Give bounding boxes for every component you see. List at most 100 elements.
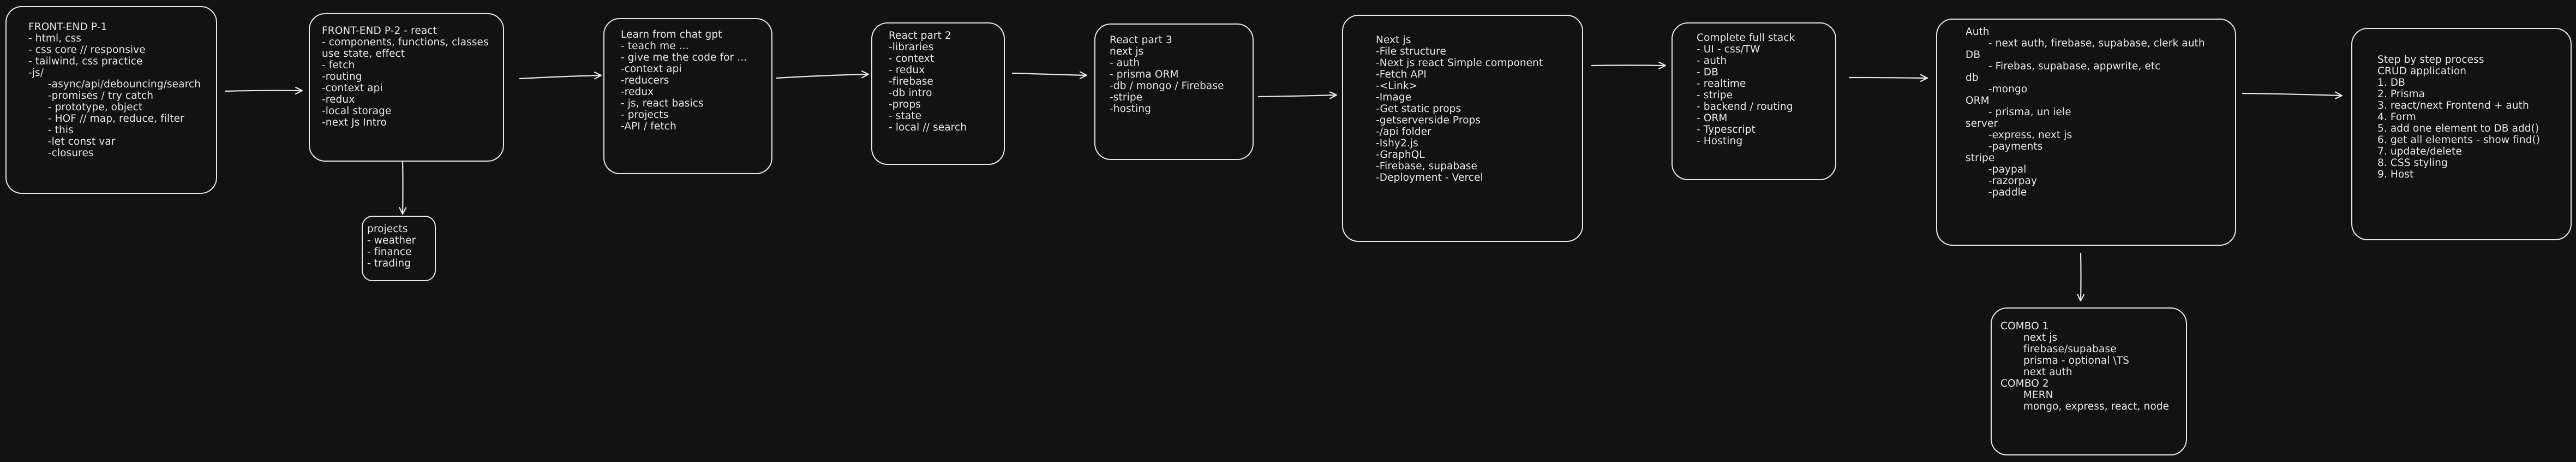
node-line: - context — [889, 53, 934, 64]
node-line: - local // search — [889, 122, 967, 133]
node-line: mongo, express, react, node — [2000, 401, 2170, 412]
node-line: - weather — [367, 235, 416, 246]
node-title: Learn from chat gpt — [621, 29, 722, 40]
node-title: Complete full stack — [1697, 32, 1795, 44]
node-auth-db[interactable]: Auth - next auth, firebase, supabase, cl… — [1936, 19, 2236, 246]
node-line: -API / fetch — [621, 121, 676, 132]
node-line: -GraphQL — [1376, 149, 1425, 161]
node-nextjs[interactable]: Next js-File structure-Next js react Sim… — [1342, 15, 1583, 242]
node-line: firebase/supabase — [2000, 343, 2117, 355]
node-line: -async/api/debouncing/search — [28, 79, 201, 90]
node-fullstack[interactable]: Complete full stack- UI - css/TW- auth - … — [1672, 22, 1836, 180]
node-line: - UI - css/TW — [1697, 44, 1760, 55]
node-line: -Next js react Simple component — [1376, 57, 1543, 69]
node-line: next auth — [2000, 366, 2072, 378]
node-frontend-p2[interactable]: FRONT-END P-2 - react- components, funct… — [309, 13, 504, 162]
node-line: -Get static props — [1376, 103, 1461, 115]
node-line: - HOF // map, reduce, filter — [28, 113, 184, 125]
node-line: - realtime — [1697, 78, 1746, 90]
node-line: - fetch — [322, 60, 355, 71]
node-line: - html, css — [28, 33, 82, 44]
node-title: projects — [367, 223, 408, 235]
node-line: - redux — [889, 64, 925, 76]
node-line: -context api — [322, 82, 383, 94]
node-line: -db intro — [889, 87, 932, 99]
node-line: 6. get all elements - show find() — [2377, 134, 2541, 146]
node-chatgpt[interactable]: Learn from chat gpt- teach me ...- give … — [603, 18, 772, 174]
node-line: COMBO 2 — [2000, 378, 2049, 389]
node-line: server — [1966, 118, 1998, 129]
node-line: DB — [1966, 49, 1981, 61]
node-line: -Fetch API — [1376, 69, 1427, 80]
node-react-p2[interactable]: React part 2-libraries- context- redux-f… — [871, 22, 1005, 165]
node-line: 9. Host — [2377, 169, 2414, 180]
node-line: -paddle — [1966, 187, 2027, 198]
node-line: -local storage — [322, 105, 392, 117]
node-line: -hosting — [1110, 103, 1152, 115]
arrow-p2-to-chatgpt — [519, 75, 601, 79]
node-title: FRONT-END P-2 - react — [322, 25, 437, 37]
node-line: -firebase — [889, 76, 933, 87]
arrow-auth-to-steps — [2242, 93, 2341, 96]
node-title: COMBO 1 — [2000, 321, 2049, 332]
node-line: -js/ — [28, 67, 44, 79]
node-line: - this — [28, 125, 74, 136]
node-line: - stripe — [1697, 90, 1733, 101]
node-line: - js, react basics — [621, 98, 704, 109]
node-line: prisma - optional \TS — [2000, 355, 2130, 366]
node-title: Next js — [1376, 34, 1411, 46]
node-line: - prisma, un iele — [1966, 106, 2071, 118]
node-line: - next auth, firebase, supabase, clerk a… — [1966, 38, 2205, 49]
node-line: -let const var — [28, 136, 116, 147]
node-line: - teach me ... — [621, 40, 689, 52]
node-line: - prisma ORM — [1110, 69, 1179, 80]
node-line: - trading — [367, 258, 411, 269]
arrow-chatgpt-to-react2 — [776, 74, 868, 79]
node-line: -File structure — [1376, 46, 1446, 57]
node-line: - give me the code for ... — [621, 52, 747, 63]
node-line: 3. react/next Frontend + auth — [2377, 100, 2529, 111]
arrow-react2-to-react3 — [1011, 73, 1086, 75]
node-line: MERN — [2000, 389, 2053, 401]
node-line: 2. Prisma — [2377, 88, 2425, 100]
node-line: db — [1966, 72, 1979, 84]
node-line: next js — [2000, 332, 2058, 343]
node-line: -payments — [1966, 141, 2043, 152]
node-line: -Image — [1376, 92, 1412, 103]
node-line: - auth — [1110, 57, 1140, 69]
node-frontend-p1[interactable]: FRONT-END P-1- html, css- css core // re… — [5, 6, 217, 194]
node-projects[interactable]: projects- weather- finance- trading — [362, 216, 436, 281]
node-line: 7. update/delete — [2377, 146, 2462, 157]
node-line: - ORM — [1697, 112, 1728, 124]
node-line: -paypal — [1966, 164, 2027, 175]
node-line: - prototype, object — [28, 102, 143, 113]
node-title: FRONT-END P-1 — [28, 21, 107, 33]
node-title: Auth — [1966, 26, 1990, 38]
node-line: -Ishy2.js — [1376, 138, 1418, 149]
node-line: - Typescript — [1697, 124, 1756, 135]
node-line: -closures — [28, 147, 94, 159]
node-line: -Deployment - Vercel — [1376, 172, 1483, 183]
node-line: -razorpay — [1966, 175, 2038, 187]
node-line: 4. Form — [2377, 111, 2416, 123]
node-line: - finance — [367, 246, 412, 258]
node-line: - Firebas, supabase, appwrite, etc — [1966, 61, 2161, 72]
node-line: -context api — [621, 63, 682, 75]
node-line: use state, effect — [322, 48, 405, 60]
node-title: React part 3 — [1110, 34, 1172, 46]
node-title: React part 2 — [889, 30, 951, 42]
node-line: -libraries — [889, 42, 934, 53]
node-line: stripe — [1966, 152, 1995, 164]
node-line: -stripe — [1110, 92, 1143, 103]
node-line: - state — [889, 110, 922, 122]
node-line: - auth — [1697, 55, 1727, 67]
node-line: 5. add one element to DB add() — [2377, 123, 2539, 134]
node-line: - projects — [621, 109, 669, 121]
node-line: - css core // responsive — [28, 44, 146, 56]
node-combo[interactable]: COMBO 1 next js firebase/supabase prisma… — [1991, 307, 2187, 455]
node-line: -Firebase, supabase — [1376, 161, 1477, 172]
node-line: - components, functions, classes — [322, 37, 489, 48]
